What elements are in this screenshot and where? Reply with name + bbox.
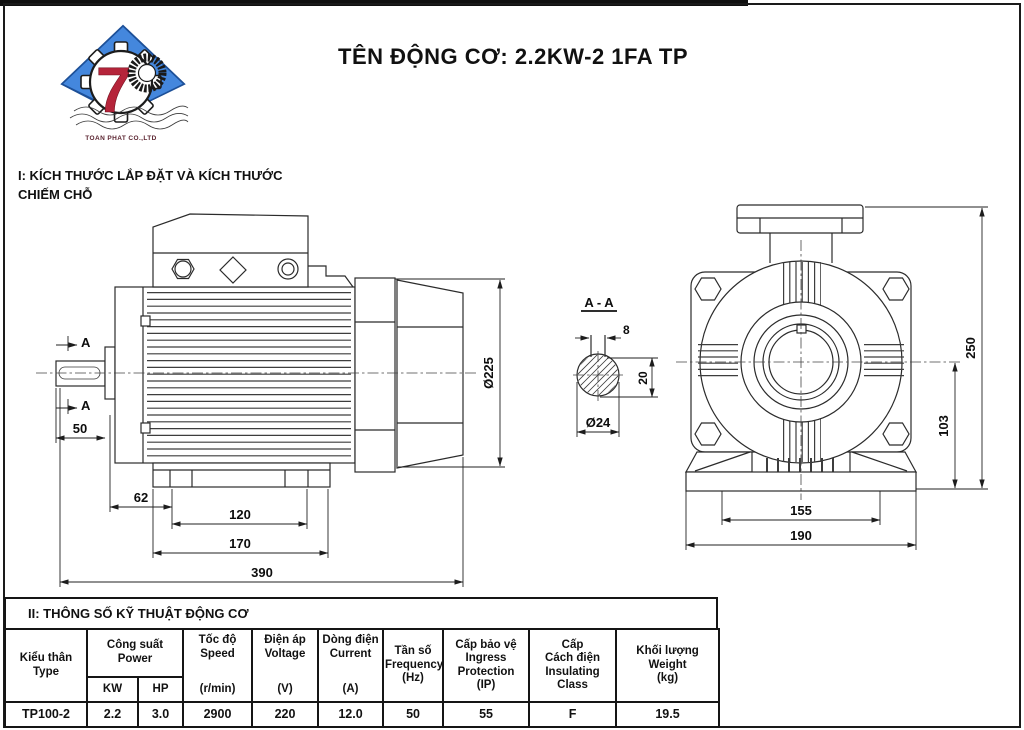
gland (277, 258, 299, 280)
spec-table: Kiểu thân Type Công suất Power Tốc độ Sp… (4, 628, 721, 728)
side-view: A A 50 6 (36, 213, 505, 587)
company-logo: 7 TOAN PHAT CO.,LTD (60, 24, 189, 142)
col-header-power: Công suất Power (85, 628, 185, 678)
mounting-foot (152, 462, 331, 488)
feet-front (684, 451, 918, 492)
col-header-ip: Cấp bảo vệ Ingress Protection (IP) (442, 628, 531, 703)
value-ip: 55 (442, 701, 531, 728)
dim-foot-bolt-span: 155 (790, 503, 812, 518)
front-fins (698, 262, 904, 462)
section-label: A - A (584, 295, 614, 310)
corner-holes (694, 277, 910, 446)
section-marker-a-bottom: A (81, 398, 91, 413)
col-header-weight: Khối lượng Weight (kg) (615, 628, 721, 703)
col-header-insulation: Cấp Cách điện Insulating Class (528, 628, 618, 703)
keyway (796, 324, 807, 334)
section-marker-a-top: A (81, 335, 91, 350)
col-header-type: Kiểu thân Type (4, 628, 88, 703)
bearing-bracket (354, 277, 396, 473)
col-header-voltage: Điện áp Voltage(V) (251, 628, 320, 703)
section-cut-markers: A A (56, 335, 91, 414)
dim-body-diameter: Ø225 (481, 357, 496, 389)
section-a-a: A - A 8 (573, 295, 658, 437)
dimensions-side: 50 62 120 170 390 Ø225 (55, 279, 503, 585)
dim-total-length: 390 (251, 565, 273, 580)
spec-row: TP100-2 2.2 3.0 2900 220 12.0 50 55 F 19… (4, 701, 721, 728)
section-2-heading: II: THÔNG SỐ KỸ THUẬT ĐỘNG CƠ (4, 597, 718, 628)
value-voltage: 220 (251, 701, 320, 728)
logo-monogram: 7 (96, 54, 132, 126)
value-weight: 19.5 (615, 701, 721, 728)
dimensions-aa: 8 20 Ø24 (575, 323, 658, 437)
logo-waves (69, 105, 189, 130)
dim-foot-length: 170 (229, 536, 251, 551)
dim-key-depth: 20 (636, 371, 650, 385)
spec-section: II: THÔNG SỐ KỸ THUẬT ĐỘNG CƠ Kiểu thân … (4, 597, 721, 728)
dimensions-front: 250 103 155 190 (685, 207, 985, 548)
value-speed: 2900 (182, 701, 254, 728)
shaft (55, 360, 106, 387)
dim-shaft-length: 50 (73, 421, 87, 436)
value-hp: 3.0 (136, 701, 185, 728)
section-1-heading: I: KÍCH THƯỚC LẮP ĐẶT VÀ KÍCH THƯỚC CHIẾ… (18, 168, 283, 202)
hatching (577, 354, 619, 396)
hex-plug (171, 258, 195, 280)
col-header-hp: HP (136, 675, 185, 704)
value-current: 12.0 (317, 701, 385, 728)
col-header-kw: KW (86, 675, 139, 704)
value-type: TP100-2 (4, 701, 88, 728)
value-kw: 2.2 (86, 701, 139, 728)
dim-bolt-spacing: 120 (229, 507, 251, 522)
fan-cowl (396, 279, 464, 469)
col-header-frequency: Tần số Frequency (Hz) (382, 628, 445, 703)
dim-key-width: 8 (623, 323, 630, 337)
motor-title: TÊN ĐỘNG CƠ: 2.2KW-2 1FA TP (338, 44, 689, 69)
logo-ring-icon (127, 53, 167, 93)
value-frequency: 50 (382, 701, 445, 728)
dim-shaft-diameter: Ø24 (586, 415, 611, 430)
dim-base-width: 190 (790, 528, 812, 543)
dim-overall-height: 250 (963, 337, 978, 359)
col-header-speed: Tốc độ Speed(r/min) (182, 628, 254, 703)
logo-company-name: TOAN PHAT CO.,LTD (85, 135, 156, 142)
col-header-current: Dòng điện Current(A) (317, 628, 385, 703)
value-insulation: F (528, 701, 618, 728)
dim-foot-offset: 62 (134, 490, 148, 505)
dim-center-height: 103 (936, 415, 951, 437)
terminal-box (152, 213, 309, 288)
front-view: 250 103 155 190 (676, 204, 988, 550)
terminal-box-top (736, 204, 864, 234)
diamond-plug (219, 256, 247, 284)
